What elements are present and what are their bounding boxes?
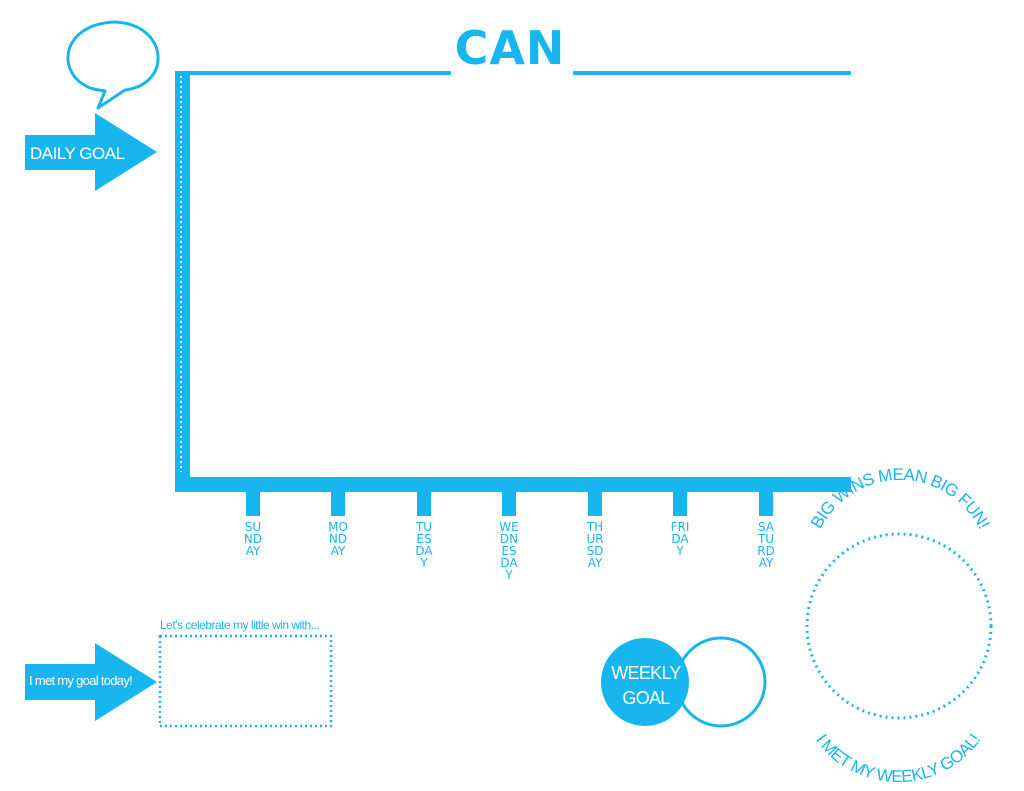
day-tick (759, 490, 773, 516)
celebrate-label: Let's celebrate my little win with... (160, 618, 320, 632)
page-title: CAN (454, 21, 566, 75)
bottom-rule (175, 477, 851, 492)
celebrate-box[interactable] (158, 634, 333, 728)
day-tick (588, 490, 602, 516)
day-label-sunday: SUNDAY (243, 520, 263, 558)
met-goal-label: I met my goal today! (29, 673, 133, 688)
left-rule (175, 71, 190, 492)
day-label-monday: MONDAY (328, 520, 348, 558)
day-label-tuesday: TUESDAY (415, 520, 433, 570)
met-weekly-goal-curved-text: I MET MY WEEKLY GOAL! (812, 731, 984, 786)
title-rule-right (573, 71, 851, 75)
daily-goal-arrow-icon (25, 113, 157, 191)
day-label-friday: FRIDAY (670, 520, 690, 558)
day-tick (331, 490, 345, 516)
day-label-saturday: SATURDAY (757, 520, 775, 570)
day-label-wednesday: WEDNESDAY (499, 520, 519, 582)
big-win-circle[interactable] (805, 532, 993, 720)
big-wins-curved-text: BIG WINS MEAN BIG FUN! (807, 465, 993, 532)
day-tick (417, 490, 431, 516)
day-tick (502, 490, 516, 516)
day-ticks (246, 490, 773, 516)
weekly-goal-label: WEEKLY GOAL (611, 663, 681, 708)
daily-goal-label: DAILY GOAL (30, 144, 125, 163)
day-label-thursday: THURSDAY (586, 520, 604, 570)
weekly-goal-circle (601, 638, 689, 726)
title-rule-left (175, 71, 451, 75)
weekly-goal-check-circle[interactable] (675, 636, 767, 728)
speech-bubble-icon (66, 20, 160, 110)
day-tick (246, 490, 260, 516)
met-goal-arrow-icon (25, 643, 157, 721)
day-tick (673, 490, 687, 516)
